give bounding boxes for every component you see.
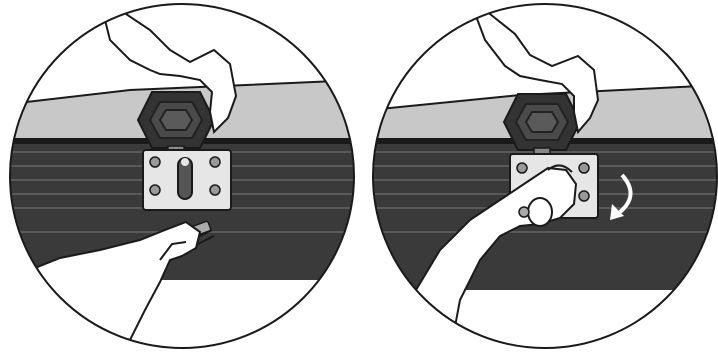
panel-step-1 [0, 0, 360, 353]
knob-icon [138, 92, 214, 154]
bracket-icon [143, 150, 231, 210]
knob-icon [504, 94, 580, 156]
panel-step-2 [370, 0, 718, 353]
